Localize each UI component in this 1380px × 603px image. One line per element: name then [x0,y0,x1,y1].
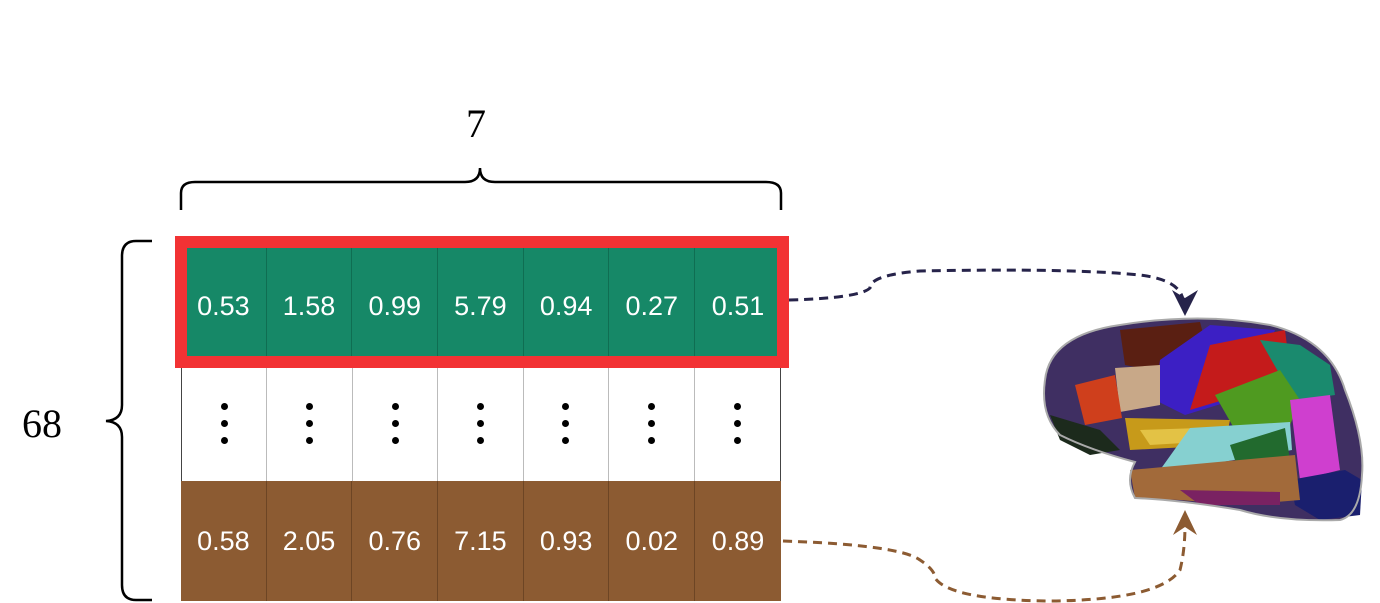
matrix-cell: 0.93 [524,481,610,601]
vertical-ellipsis [524,366,610,481]
matrix-row-last: 0.58 2.05 0.76 7.15 0.93 0.02 0.89 [181,481,781,601]
vertical-ellipsis [353,366,439,481]
top-brace [179,167,783,210]
matrix-cell: 5.79 [438,246,524,366]
matrix-cell: 0.58 [181,481,267,601]
matrix-cell: 0.89 [711,525,765,556]
matrix-cell: 0.76 [352,481,439,601]
matrix-cell: 0.02 [609,481,696,601]
matrix-cell: 0.27 [609,246,696,366]
matrix-cell: 0.53 [181,246,267,366]
vertical-ellipsis [438,366,524,481]
row-count-label: 68 [22,401,62,446]
brain-image [1043,317,1364,522]
matrix-row-first: 0.53 1.58 0.99 5.79 0.94 0.27 0.51 [181,246,781,366]
vertical-ellipsis [182,366,268,481]
matrix-cell: 0.51 [711,290,765,321]
matrix-cell: 2.05 [267,481,353,601]
vertical-ellipsis [695,366,780,481]
vertical-ellipsis [609,366,695,481]
matrix-cell: 7.15 [438,481,524,601]
bottom-arrowhead [1173,510,1197,535]
column-count-label: 7 [466,101,486,146]
row-highlight-box [175,236,789,368]
bottom-arrow [782,524,1187,603]
vertical-ellipsis [267,366,353,481]
left-brace [105,239,152,602]
matrix-cell: 0.94 [524,246,610,366]
matrix-cell: 0.99 [352,246,439,366]
top-arrowhead [1172,290,1198,316]
matrix-row-ellipsis [181,366,781,481]
top-arrow [788,268,1185,302]
matrix-cell: 1.58 [267,246,353,366]
